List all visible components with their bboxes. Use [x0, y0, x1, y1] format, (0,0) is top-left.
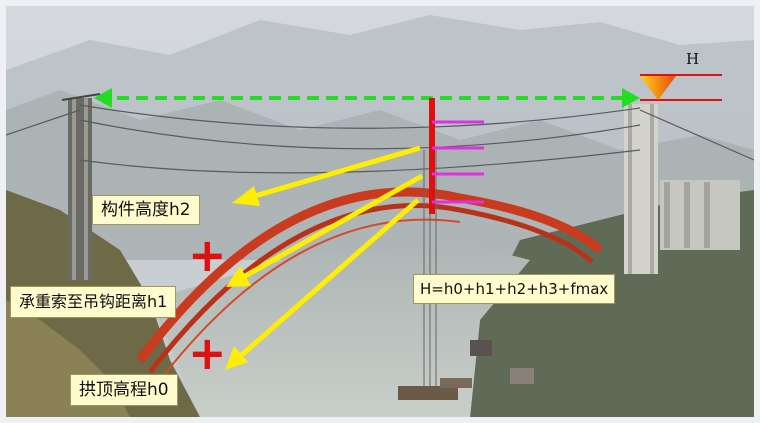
- dashed-left-arrowhead: [94, 88, 112, 108]
- label-component-height-h2: 构件高度h2: [92, 195, 200, 225]
- arch-bridge: [136, 187, 603, 381]
- measure-ticks: [432, 120, 484, 204]
- formula-box: H=h0+h1+h2+h3+fmax: [413, 274, 616, 304]
- elevation-h-label: H: [686, 50, 700, 68]
- river-barges: [398, 340, 534, 400]
- label-cable-to-hook-h1: 承重索至吊钩距离h1: [10, 286, 177, 318]
- arrowhead-h0: [225, 346, 248, 370]
- arrowhead-h2: [232, 186, 260, 206]
- right-tower: [624, 104, 740, 274]
- plus-sign-2: +: [188, 326, 227, 380]
- label-arch-crown-elevation-h0: 拱顶高程h0: [70, 374, 178, 406]
- orange-triangle-elevation-icon: [640, 76, 676, 100]
- arrowhead-h1: [226, 266, 251, 287]
- plus-sign-1: +: [188, 228, 227, 282]
- yellow-arrows: [234, 145, 424, 362]
- dashed-right-arrowhead: [622, 88, 640, 108]
- left-tower: [61, 93, 101, 280]
